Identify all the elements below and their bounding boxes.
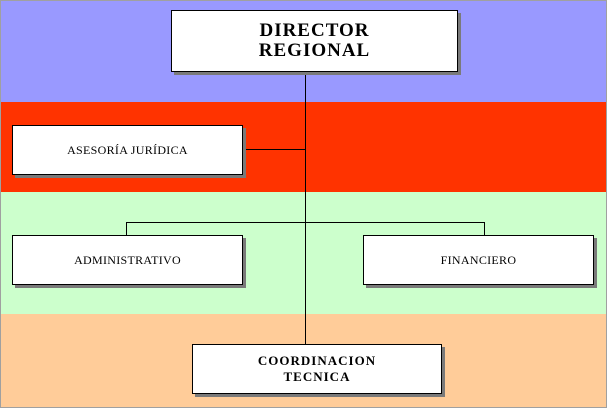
- node-financiero: FINANCIERO: [363, 235, 594, 285]
- node-coordinacion-tecnica: COORDINACION TECNICA: [192, 344, 442, 394]
- connector-administrativo-drop: [126, 222, 127, 235]
- connector-departments-horizontal: [126, 222, 485, 223]
- connector-main-vertical: [305, 72, 306, 344]
- connector-financiero-drop: [484, 222, 485, 235]
- connector-advisory-horizontal: [243, 149, 306, 150]
- node-director-regional: DIRECTOR REGIONAL: [171, 10, 458, 72]
- node-asesoria-juridica: ASESORÍA JURÍDICA: [12, 125, 243, 175]
- node-administrativo: ADMINISTRATIVO: [12, 235, 243, 285]
